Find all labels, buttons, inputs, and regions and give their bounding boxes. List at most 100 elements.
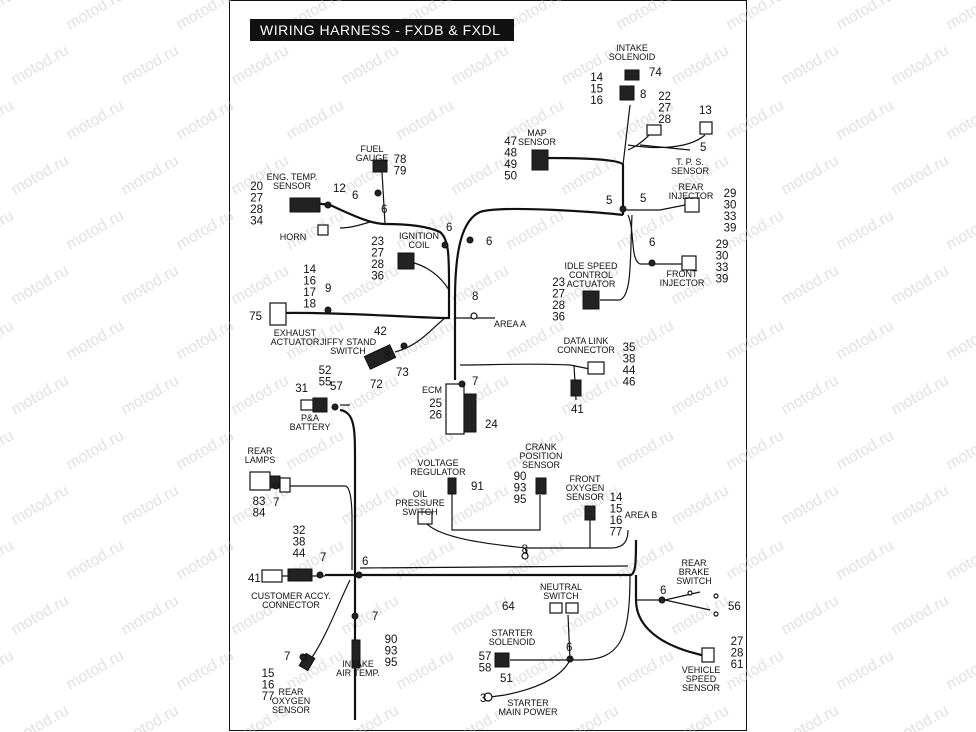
callout-c-6-front-inj: 6 [649,237,655,249]
jiffy-clip [400,342,408,350]
watermark-text: motod.ru [9,482,72,528]
diagram-frame [229,0,747,731]
watermark-text: motod.ru [944,427,976,473]
lamps-clip [272,482,280,490]
watermark-text: motod.ru [944,537,976,583]
watermark-text: motod.ru [9,42,72,88]
watermark-text: motod.ru [394,97,457,143]
watermark-text: motod.ru [64,317,127,363]
intake-air-temp-connector [351,639,361,669]
watermark-text: motod.ru [0,0,17,33]
watermark-text: motod.ru [0,537,17,583]
coil-clip [441,241,449,249]
tps-connector [646,124,662,136]
watermark-text: motod.ru [779,482,842,528]
intake-solenoid-connector [624,69,640,81]
watermark-text: motod.ru [119,592,182,638]
bottom-clip [521,552,529,560]
callout-c-31: 31 [295,383,308,395]
label-area-b: AREA B [625,510,658,520]
watermark-text: motod.ru [119,42,182,88]
watermark-text: motod.ru [724,97,787,143]
label-ecm: ECM [422,385,442,395]
watermark-text: motod.ru [394,647,457,693]
watermark-text: motod.ru [449,152,512,198]
idle-speed-connector [582,290,600,310]
watermark-text: motod.ru [889,262,952,308]
watermark-text: motod.ru [119,372,182,418]
watermark-text: motod.ru [779,592,842,638]
starter-solenoid-connector [494,652,510,668]
callout-c-8-intake: 8 [640,89,646,101]
watermark-text: motod.ru [174,647,237,693]
fuel-gauge-connector [372,159,388,173]
callout-c-41-customer: 41 [248,573,261,585]
horn-connector [317,224,329,236]
rear-injector-connector [684,197,700,213]
callout-c-6-eng: 6 [381,204,387,216]
watermark-text: motod.ru [339,592,402,638]
ignition-coil-connector [397,252,415,270]
oil-pressure-connector [417,511,433,525]
pa-battery-plug [312,397,328,413]
callout-c-12: 12 [333,183,346,195]
watermark-text: motod.ru [889,42,952,88]
watermark-text: motod.ru [339,482,402,528]
callout-c-9: 9 [325,283,331,295]
callout-c-7-customer: 7 [320,552,326,564]
tps-connector-2 [699,121,713,135]
jiffy-stand-connector [363,344,397,370]
callout-c-13: 13 [699,105,712,117]
starter-clip [566,655,574,663]
callout-c-75: 75 [249,311,262,323]
callout-c-91: 91 [471,481,484,493]
watermark-text: motod.ru [119,152,182,198]
intake-solenoid-plug [619,85,635,101]
customer-clip-2 [316,571,324,579]
rear-lamps-plug-2 [279,477,291,493]
callout-c-73: 73 [396,367,409,379]
front-injector-connector [681,255,697,271]
rear-injector-clip [619,205,627,213]
watermark-text: motod.ru [9,702,72,732]
watermark-text: motod.ru [834,427,897,473]
watermark-text: motod.ru [0,97,17,143]
watermark-text: motod.ru [174,207,237,253]
callout-c-72: 72 [370,379,383,391]
watermark-text: motod.ru [0,317,17,363]
watermark-text: motod.ru [174,97,237,143]
eng-temp-connector [289,197,321,213]
callout-c-3: 3 [480,693,486,705]
watermark-text: motod.ru [834,317,897,363]
callout-c-6-starter: 6 [566,642,572,654]
front-injector-clip [648,259,656,267]
brake-terminal-1 [687,590,693,596]
watermark-text: motod.ru [0,647,17,693]
watermark-text: motod.ru [724,0,787,33]
battery-clip [331,403,339,411]
rear-o2-clip [299,653,307,661]
label-area-a: AREA A [494,319,526,329]
